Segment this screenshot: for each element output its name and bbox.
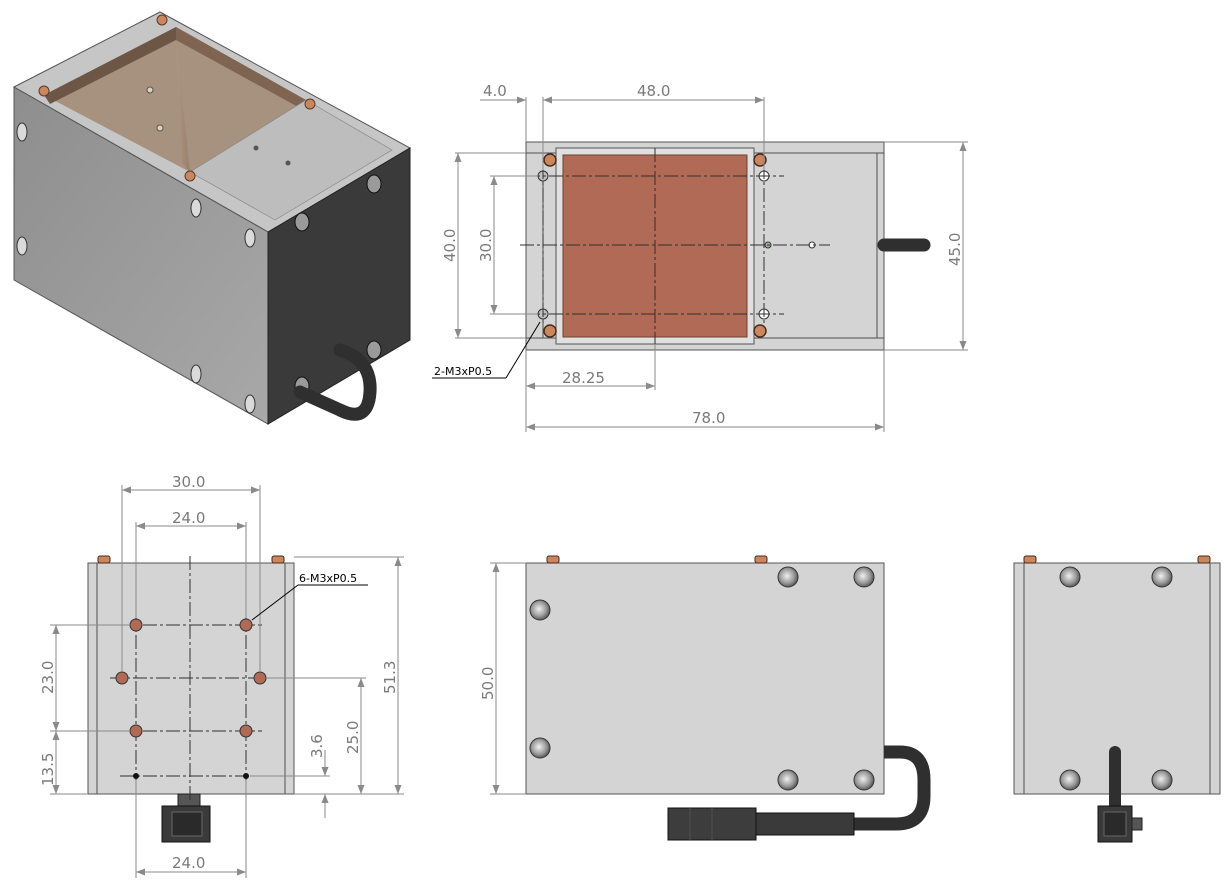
screw-icon — [271, 555, 285, 564]
top-view: 4.0 48.0 40.0 30.0 45.0 28.25 78.0 2-M3x… — [432, 82, 968, 432]
hole-icon — [253, 671, 267, 685]
hole-icon — [133, 773, 139, 779]
bolt-icon — [1059, 566, 1081, 588]
bolt-icon — [1151, 769, 1173, 791]
hole-icon — [239, 618, 253, 632]
hole-icon — [243, 773, 249, 779]
dim-48-0: 48.0 — [637, 82, 670, 100]
connector-icon — [1131, 817, 1143, 831]
screw-icon — [156, 14, 168, 26]
front-cable-icon — [760, 745, 931, 831]
hole-icon — [16, 122, 28, 142]
screw-icon — [754, 555, 768, 564]
screw-icon — [38, 85, 50, 97]
screw-icon — [543, 153, 557, 167]
dim-13-5: 13.5 — [39, 753, 57, 786]
hole-icon — [366, 340, 382, 360]
isometric-view — [12, 11, 412, 425]
iso-plate — [189, 99, 393, 221]
hole-icon — [129, 724, 143, 738]
hole-icon — [239, 724, 253, 738]
bolt-icon — [529, 737, 551, 759]
connector-icon — [1103, 811, 1127, 837]
dim-40-0: 40.0 — [441, 229, 459, 262]
hole-icon — [190, 364, 202, 384]
dim-4-0: 4.0 — [483, 82, 507, 100]
screw-icon — [1023, 555, 1037, 564]
hole-icon — [244, 394, 256, 414]
dim-51-3: 51.3 — [381, 661, 399, 694]
hole-icon — [146, 86, 154, 94]
hole-icon — [129, 618, 143, 632]
connector-icon — [171, 811, 203, 837]
dim-50-0: 50.0 — [479, 667, 497, 700]
screw-icon — [304, 98, 316, 110]
hole-icon — [156, 124, 164, 132]
front-body — [525, 562, 885, 795]
dim-24-0-bottom: 24.0 — [172, 854, 205, 872]
thread-callout-top: 2-M3xP0.5 — [434, 365, 492, 378]
screw-icon — [753, 324, 767, 338]
bolt-icon — [777, 566, 799, 588]
screw-icon — [546, 555, 560, 564]
front-cable-strain — [753, 812, 855, 836]
dim-25-0: 25.0 — [344, 721, 362, 754]
bottom-left-view: 30.0 24.0 23.0 13.5 51.3 25.0 3.6 24.0 — [39, 473, 404, 878]
dim-3-6: 3.6 — [308, 734, 326, 758]
dim-23-0: 23.0 — [39, 661, 57, 694]
hole-icon — [294, 212, 310, 232]
hole-icon — [190, 198, 202, 218]
hole-icon — [285, 160, 291, 166]
iso-cavity-back — [176, 27, 306, 108]
bolt-icon — [1059, 769, 1081, 791]
bolt-icon — [853, 566, 875, 588]
dim-30-0: 30.0 — [172, 473, 205, 491]
hole-icon — [244, 228, 256, 248]
bolt-icon — [529, 599, 551, 621]
dim-45-0: 45.0 — [946, 233, 964, 266]
dim-28-25: 28.25 — [562, 369, 605, 387]
bolt-icon — [1151, 566, 1173, 588]
front-view: 50.0 — [479, 555, 931, 841]
hole-icon — [253, 145, 259, 151]
screw-icon — [184, 170, 196, 182]
screw-icon — [753, 153, 767, 167]
bolt-icon — [853, 769, 875, 791]
screw-icon — [97, 555, 111, 564]
dim-30-0: 30.0 — [477, 229, 495, 262]
thread-callout-bottom: 6-M3xP0.5 — [299, 572, 357, 585]
hole-icon — [115, 671, 129, 685]
iso-cavity-left — [44, 27, 176, 104]
bolt-group — [529, 566, 875, 791]
dim-78-0: 78.0 — [692, 409, 725, 427]
screw-icon — [1197, 555, 1211, 564]
hole-icon — [366, 174, 382, 194]
hole-icon — [16, 236, 28, 256]
screw-icon — [543, 324, 557, 338]
dim-24-0-top: 24.0 — [172, 509, 205, 527]
side-view — [1013, 555, 1221, 843]
iso-cavity-wall — [176, 27, 190, 172]
bolt-icon — [777, 769, 799, 791]
cable-icon — [293, 343, 377, 421]
